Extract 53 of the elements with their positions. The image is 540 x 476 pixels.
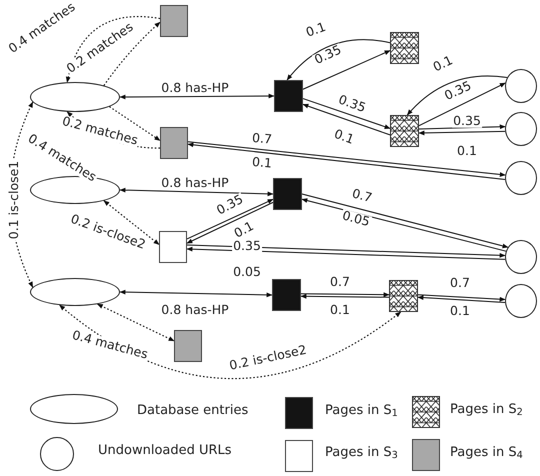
- edge-label: 0.05: [232, 266, 262, 278]
- url-circle: [505, 284, 537, 318]
- arrow: [418, 82, 506, 126]
- edge-label: 0.7: [250, 132, 274, 146]
- page-square: [160, 127, 188, 159]
- edge-label: 0.1: [449, 304, 471, 318]
- arrow: [119, 290, 273, 298]
- arrow: [418, 130, 506, 136]
- edge-label: 0.2 is-close2: [227, 344, 309, 372]
- page-square: [389, 280, 418, 312]
- url-circle: [505, 69, 537, 103]
- edge-label: 0.8 has-HP: [160, 82, 230, 94]
- legend-label: Pages in S$_{2}$: [450, 403, 523, 416]
- arrow: [286, 39, 390, 80]
- arrow: [119, 94, 275, 100]
- arrow: [96, 304, 175, 342]
- legend-label: Pages in S$_{1}$: [325, 404, 398, 417]
- edge-label: 0.1: [456, 144, 478, 158]
- legend-label: Pages in S$_{4}$: [450, 446, 523, 459]
- page-square: [174, 330, 202, 362]
- edge-label: 0.8 has-HP: [160, 176, 230, 190]
- url-circle: [505, 240, 537, 274]
- arrow: [109, 106, 160, 141]
- url-circle: [505, 112, 537, 146]
- page-square: [160, 5, 188, 37]
- page-square: [273, 178, 302, 210]
- arrow: [406, 75, 508, 116]
- page-square: [159, 231, 187, 263]
- arrow: [103, 22, 160, 86]
- page-square: [390, 32, 419, 64]
- legend-label: Database entries: [137, 404, 248, 417]
- url-circle: [505, 161, 537, 195]
- edge-label: 0.1: [250, 156, 274, 170]
- edge-label: 0.1: [329, 304, 351, 316]
- page-square: [272, 279, 301, 311]
- page-square: [274, 80, 303, 112]
- arrow: [302, 98, 391, 129]
- arrow: [66, 16, 160, 83]
- page-square: [390, 115, 419, 147]
- legend-label: Undownloaded URLs: [98, 444, 232, 457]
- arrow: [302, 50, 391, 90]
- edge-label: 0.35: [452, 114, 482, 128]
- arrow: [103, 200, 160, 245]
- edge-label: 0.8 has-HP: [160, 304, 230, 316]
- edge-label: 0.7: [329, 276, 351, 288]
- legend-label: Pages in S$_{3}$: [325, 446, 398, 459]
- edge-label: 0.35: [232, 240, 262, 252]
- entry-ellipse: [30, 82, 120, 112]
- arrow: [119, 188, 274, 196]
- edge-label: 0.7: [449, 276, 471, 290]
- edge-label: 0.1 is-close1: [8, 160, 20, 240]
- arrow: [302, 104, 390, 136]
- entry-ellipse: [30, 278, 120, 306]
